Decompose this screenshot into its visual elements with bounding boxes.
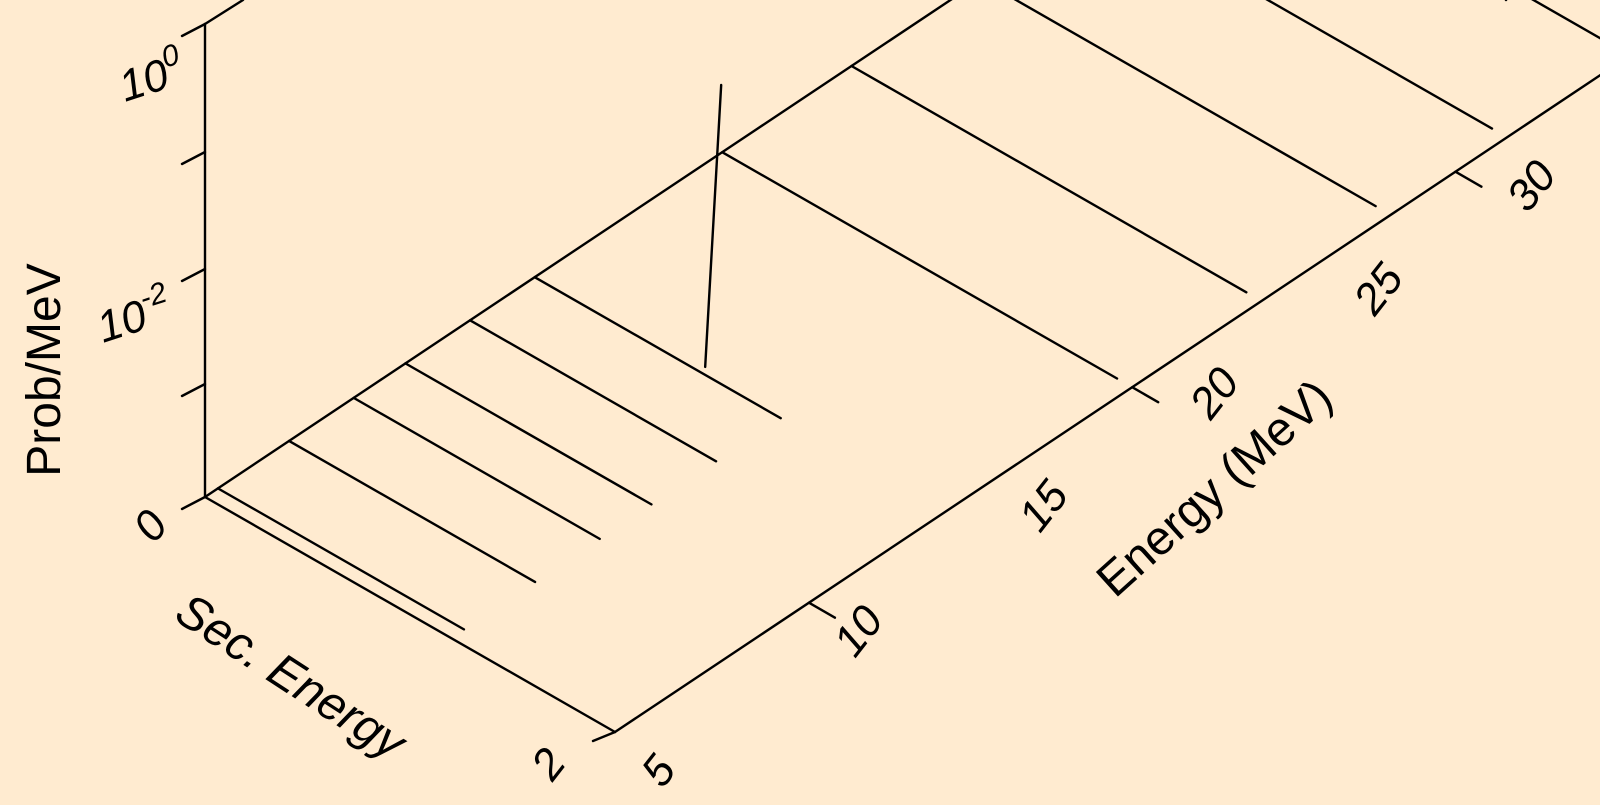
- x-tick-label-5: 5: [632, 746, 686, 796]
- spectrum-line-0: [216, 487, 466, 631]
- x-tick-15: [1454, 170, 1483, 188]
- axis-ticks: [180, 22, 1483, 743]
- y-tick-label-1: 2: [521, 739, 575, 789]
- x-tick-10: [1130, 386, 1160, 404]
- z-tick-label-2: 0: [124, 501, 178, 551]
- z-axis-title: Prob/MeV: [18, 263, 71, 476]
- x-tick-label-25: 25: [1344, 254, 1414, 324]
- spectrum-line-1: [287, 439, 537, 584]
- z-tick-label-1: 10-2: [89, 276, 179, 353]
- sec-energy-axis: [203, 495, 617, 734]
- spike-line: [703, 83, 723, 369]
- z-tick-minor-0.1: [180, 150, 207, 166]
- spectrum-line-8: [1013, 0, 1377, 208]
- x-tick-label-15: 15: [1009, 471, 1078, 540]
- plot-frame: [203, 0, 1600, 734]
- back-wall-edge-left: [203, 0, 245, 26]
- energy-axis-back: [203, 0, 953, 499]
- x-tick-5: [807, 601, 837, 619]
- z-tick-label-0: 100: [111, 38, 191, 112]
- spectrum-line-7: [850, 64, 1248, 294]
- spectrum-line-6: [721, 150, 1119, 380]
- spectrum-line-4: [468, 319, 718, 463]
- spectrum-line-10: [1531, 0, 1600, 40]
- spectrum-line-5: [533, 275, 782, 420]
- spectrum-line-3: [404, 362, 653, 506]
- energy-axis-front: [613, 73, 1600, 734]
- y-tick-2: [591, 730, 617, 743]
- z-tick-0.01: [180, 267, 207, 283]
- spectrum-line-9: [1265, 0, 1494, 130]
- spectra-lines: [216, 0, 1600, 631]
- z-tick-0: [180, 495, 207, 511]
- z-tick-1: [180, 22, 207, 38]
- x-tick-label-10: 10: [824, 596, 893, 665]
- spectrum-line-2: [352, 396, 601, 541]
- x-tick-label-30: 30: [1497, 151, 1566, 220]
- y-axis-title: Sec. Energy: [166, 584, 417, 772]
- x-tick-label-20: 20: [1180, 358, 1250, 428]
- z-tick-minor-0.001: [180, 382, 207, 398]
